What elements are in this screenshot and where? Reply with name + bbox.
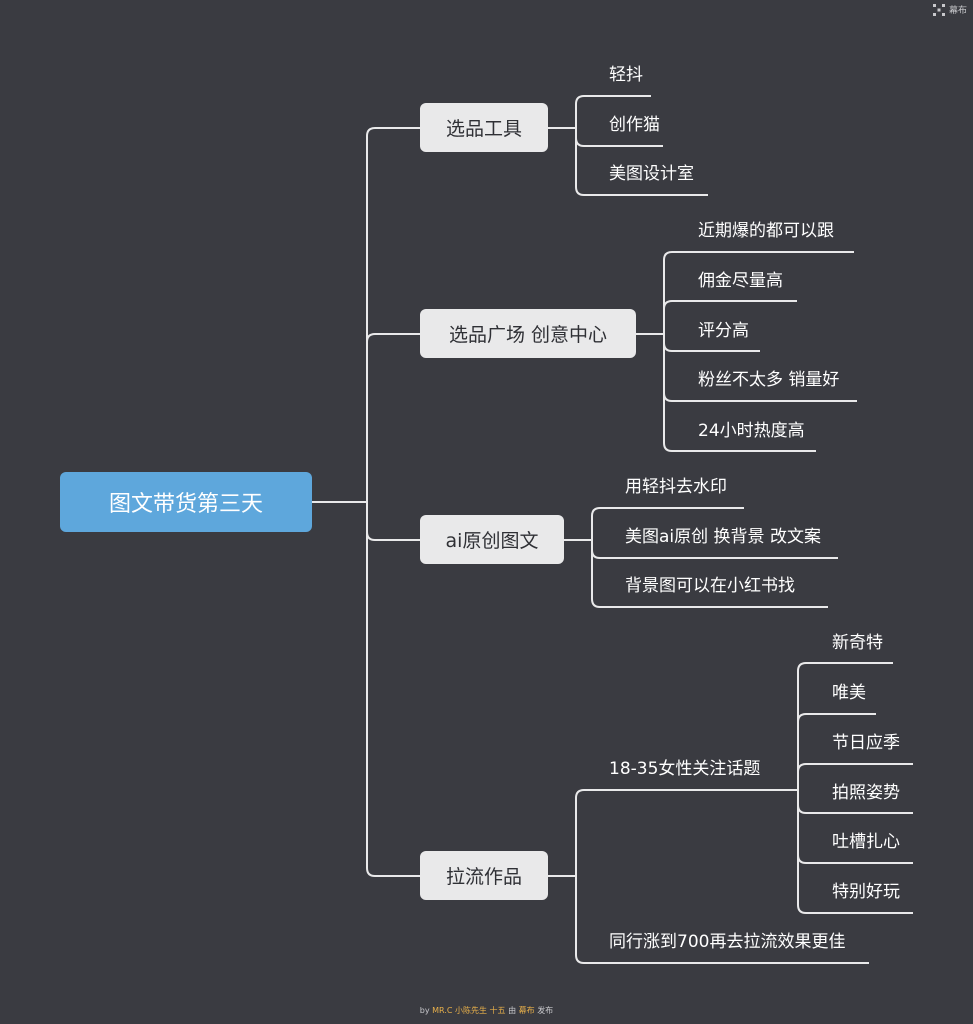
- subtopic-node[interactable]: 同行涨到700再去拉流效果更佳: [609, 932, 846, 952]
- leaf-item[interactable]: 用轻抖去水印: [625, 477, 727, 497]
- subtopic-node[interactable]: 18-35女性关注话题: [609, 759, 761, 779]
- footer-brand[interactable]: 幕布: [518, 1006, 535, 1015]
- connector-line: [797, 790, 913, 914]
- connector-line: [575, 789, 798, 876]
- leaf-item[interactable]: 拍照姿势: [832, 783, 900, 803]
- branch-node-plaza[interactable]: 选品广场 创意中心: [420, 309, 636, 358]
- branch-node-traffic[interactable]: 拉流作品: [420, 851, 548, 900]
- branch-node-ai[interactable]: ai原创图文: [420, 515, 564, 564]
- connector-line: [366, 502, 420, 877]
- connector-line: [366, 333, 420, 502]
- connector-line: [663, 334, 857, 402]
- leaf-item[interactable]: 24小时热度高: [698, 421, 805, 441]
- branch-node-tools[interactable]: 选品工具: [420, 103, 548, 152]
- connector-line: [366, 127, 420, 502]
- footer-via: 由: [508, 1006, 517, 1015]
- leaf-item[interactable]: 轻抖: [609, 65, 643, 85]
- mubu-logo-icon: [932, 3, 945, 16]
- footer-credit: by MR.C 小陈先生 十五 由 幕布 发布: [0, 1005, 973, 1016]
- connector-line: [591, 507, 744, 540]
- connector-line: [366, 502, 420, 541]
- leaf-item[interactable]: 佣金尽量高: [698, 271, 783, 291]
- connector-line: [797, 763, 913, 790]
- connector-line: [575, 128, 708, 196]
- connector-line: [797, 662, 893, 790]
- leaf-item[interactable]: 评分高: [698, 321, 749, 341]
- leaf-item[interactable]: 近期爆的都可以跟: [698, 221, 834, 241]
- connector-line: [663, 251, 854, 334]
- brand-label: 幕布: [948, 6, 967, 16]
- connector-line: [591, 540, 828, 608]
- leaf-item[interactable]: 背景图可以在小红书找: [625, 576, 795, 596]
- connector-line: [575, 876, 869, 964]
- leaf-item[interactable]: 美图设计室: [609, 164, 694, 184]
- footer-author[interactable]: MR.C 小陈先生 十五: [432, 1006, 506, 1015]
- leaf-item[interactable]: 新奇特: [832, 633, 883, 653]
- leaf-item[interactable]: 粉丝不太多 销量好: [698, 370, 840, 390]
- leaf-item[interactable]: 唯美: [832, 683, 866, 703]
- connector-line: [663, 300, 797, 334]
- leaf-item[interactable]: 吐槽扎心: [832, 832, 900, 852]
- root-node[interactable]: 图文带货第三天: [60, 472, 312, 532]
- leaf-item[interactable]: 特别好玩: [832, 882, 900, 902]
- footer-publish: 发布: [537, 1006, 554, 1015]
- connector-line: [575, 95, 651, 128]
- footer-by: by: [419, 1006, 430, 1015]
- brand-badge[interactable]: 幕布: [932, 3, 967, 16]
- connector-line: [663, 334, 816, 452]
- leaf-item[interactable]: 节日应季: [832, 733, 900, 753]
- leaf-item[interactable]: 创作猫: [609, 115, 660, 135]
- leaf-item[interactable]: 美图ai原创 换背景 改文案: [625, 527, 821, 547]
- connector-line: [797, 713, 876, 790]
